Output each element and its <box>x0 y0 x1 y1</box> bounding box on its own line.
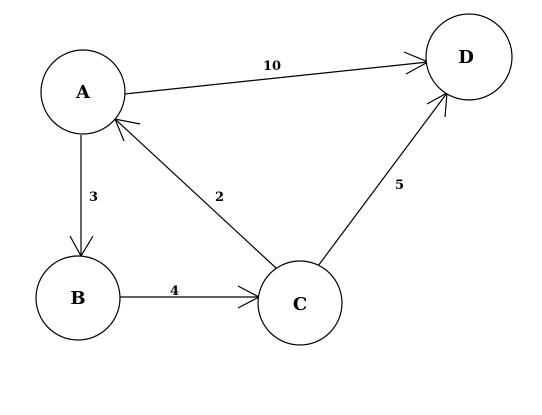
edge-c-d-line <box>317 92 448 267</box>
node-d-label: D <box>458 47 474 68</box>
node-b-label: B <box>70 288 85 309</box>
edge-a-d-weight: 10 <box>263 59 281 74</box>
edge-a-b-weight: 3 <box>89 190 98 205</box>
edge-a-d-line <box>124 61 429 95</box>
edge-b-c-weight: 4 <box>170 284 179 299</box>
edge-b-c: 4 <box>120 284 261 309</box>
node-c: C <box>257 260 343 346</box>
edge-c-a-line <box>114 118 277 269</box>
node-c-label: C <box>293 294 307 315</box>
node-d-circle <box>425 13 513 101</box>
edge-c-a: 2 <box>114 118 277 269</box>
node-b: B <box>35 255 121 341</box>
edge-a-b: 3 <box>69 135 98 258</box>
node-c-circle <box>257 260 343 346</box>
node-a-circle <box>40 49 126 135</box>
edge-c-d-weight: 5 <box>395 178 404 193</box>
node-d: D <box>425 13 513 101</box>
edge-c-d: 5 <box>317 91 448 267</box>
node-a: A <box>40 49 126 135</box>
node-b-circle <box>35 255 121 341</box>
node-a-label: A <box>75 82 91 103</box>
edge-c-a-weight: 2 <box>215 190 224 205</box>
edge-a-d: 10 <box>124 51 430 95</box>
